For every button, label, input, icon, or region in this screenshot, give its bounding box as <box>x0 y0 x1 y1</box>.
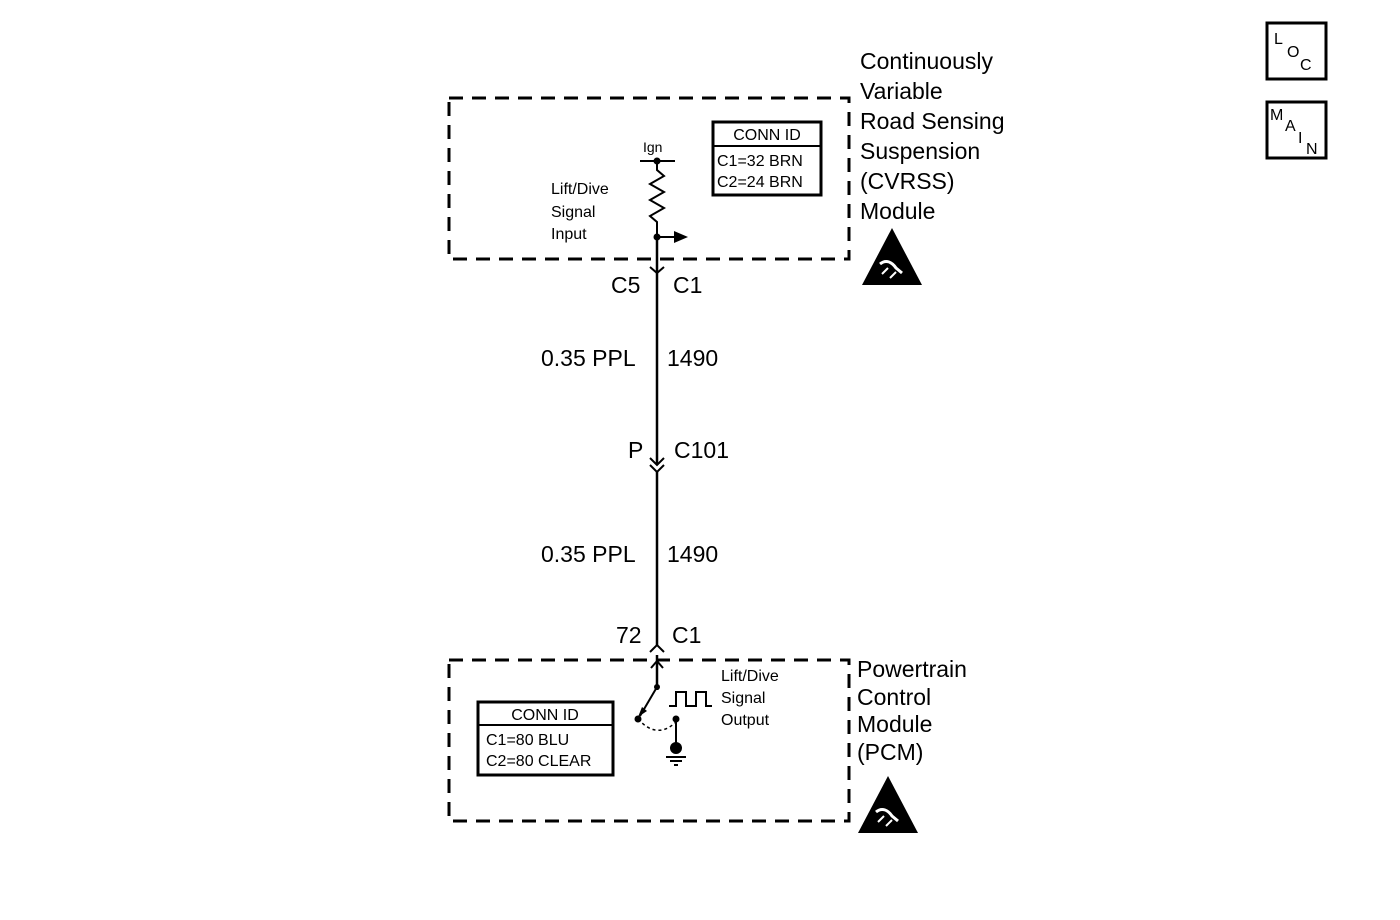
pcm-connector-symbol <box>649 643 665 653</box>
conn-id-header: CONN ID <box>733 127 801 144</box>
c101-connector-symbol <box>649 457 665 474</box>
cvrss-module: Continuously Variable Road Sensing Suspe… <box>447 48 1005 285</box>
switch-arrow-icon <box>638 707 647 717</box>
signal-label-line: Input <box>551 226 587 243</box>
conn-id-row: C1=32 BRN <box>717 153 803 170</box>
conn-id-row: C2=80 CLEAR <box>486 753 591 770</box>
conn-id-row: C1=80 BLU <box>486 732 569 749</box>
cvrss-signal-label: Lift/Dive Signal Input <box>551 181 609 243</box>
loc-button[interactable]: L O C <box>1265 21 1328 81</box>
main-button[interactable]: M A I N <box>1265 100 1328 160</box>
main-letter-m: M <box>1270 107 1283 124</box>
pcm-title-line-3: Module <box>857 711 932 737</box>
esd-warning-icon <box>858 776 918 833</box>
cvrss-title-line-1: Continuously <box>860 48 993 74</box>
cvrss-title-line-3: Road Sensing <box>860 108 1005 134</box>
pcm-boundary <box>447 658 851 823</box>
cvrss-title-line-5: (CVRSS) <box>860 168 955 194</box>
pullup-resistor-icon <box>647 161 667 237</box>
cvrss-title-line-4: Suspension <box>860 138 980 164</box>
signal-arrow-icon <box>674 231 688 243</box>
cvrss-title-line-6: Module <box>860 198 935 224</box>
pcm-connector-pin: 72 <box>616 622 642 648</box>
pcm-title-line-2: Control <box>857 684 931 710</box>
c101-name: C101 <box>674 437 729 463</box>
signal-label-line: Signal <box>551 204 595 221</box>
pcm-connector-name: C1 <box>672 622 701 648</box>
pcm-signal-label: Lift/Dive Signal Output <box>721 668 779 729</box>
pcm-conn-id-box: CONN ID C1=80 BLU C2=80 CLEAR <box>476 700 615 777</box>
conn-id-row: C2=24 BRN <box>717 174 803 191</box>
signal-label-line: Output <box>721 712 770 729</box>
wire-lower-circuit: 1490 <box>667 541 718 567</box>
main-letter-a: A <box>1285 118 1296 135</box>
pcm-title: Powertrain Control Module (PCM) <box>857 656 967 765</box>
pcm-module: Powertrain Control Module (PCM) Lift/Div… <box>447 656 967 833</box>
cvrss-connector-pin: C5 <box>611 272 640 298</box>
signal-label-line: Lift/Dive <box>721 668 779 685</box>
wire-upper-circuit: 1490 <box>667 345 718 371</box>
signal-label-line: Lift/Dive <box>551 181 609 198</box>
signal-label-line: Signal <box>721 690 765 707</box>
cvrss-title-line-2: Variable <box>860 78 943 104</box>
ign-label: Ign <box>643 139 662 155</box>
cvrss-conn-id-box: CONN ID C1=32 BRN C2=24 BRN <box>711 120 823 197</box>
main-letter-i: I <box>1298 130 1302 147</box>
c101-pin: P <box>628 437 643 463</box>
conn-id-header: CONN ID <box>511 707 579 724</box>
cvrss-boundary <box>447 96 851 261</box>
main-letter-n: N <box>1306 141 1318 158</box>
loc-letter-c: C <box>1300 57 1312 74</box>
cvrss-title: Continuously Variable Road Sensing Suspe… <box>860 48 1005 224</box>
wire-upper-size-color: 0.35 PPL <box>541 345 636 371</box>
square-wave-icon <box>669 691 712 707</box>
esd-warning-icon <box>862 228 922 285</box>
loc-letter-l: L <box>1274 31 1283 48</box>
pcm-arrow-up-icon <box>650 659 664 669</box>
ground-icon <box>666 756 686 766</box>
ground-node <box>670 742 682 754</box>
wire-lower-size-color: 0.35 PPL <box>541 541 636 567</box>
cvrss-connector-name: C1 <box>673 272 702 298</box>
pcm-title-line-4: (PCM) <box>857 739 923 765</box>
pcm-title-line-1: Powertrain <box>857 656 967 682</box>
switch-dashed-link <box>637 718 677 731</box>
loc-letter-o: O <box>1287 44 1299 61</box>
